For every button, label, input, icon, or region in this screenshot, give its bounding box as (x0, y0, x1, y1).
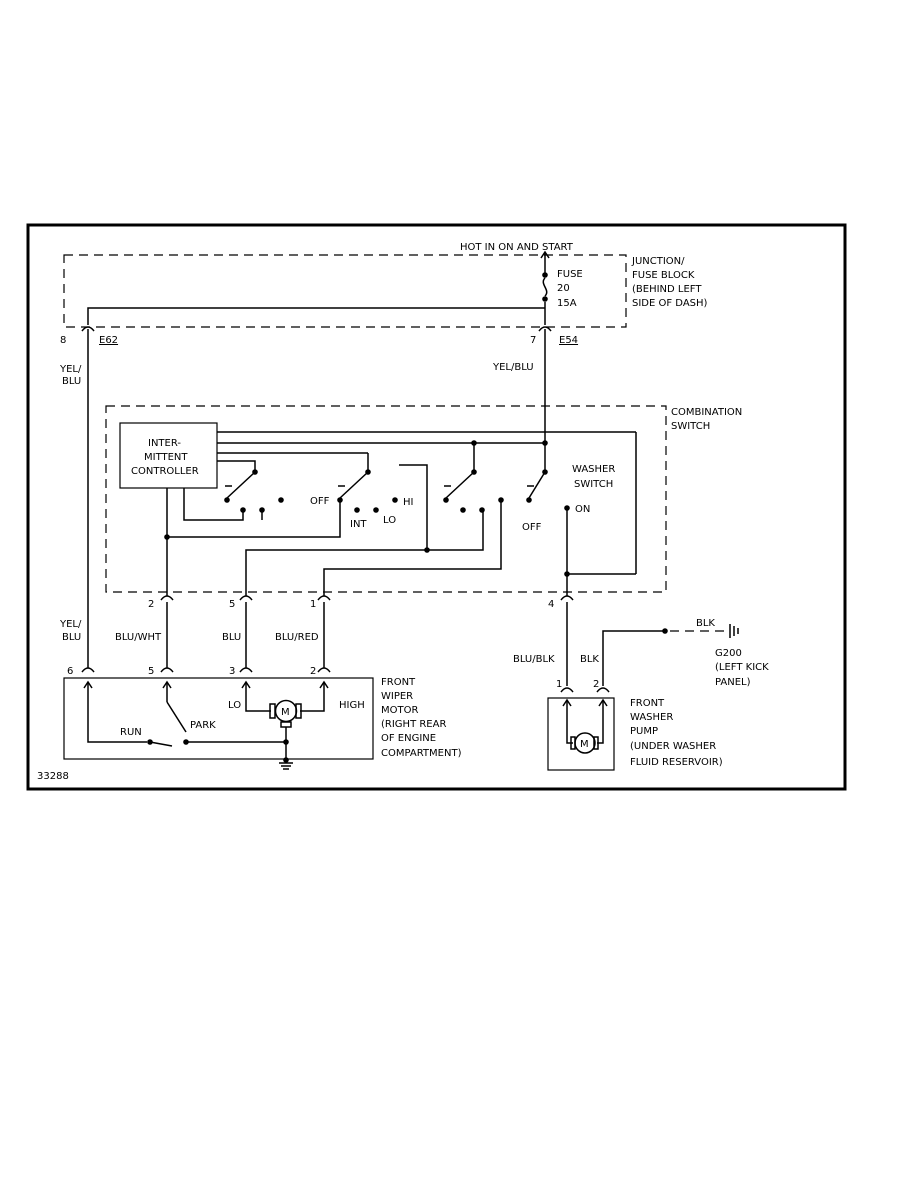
run-label: RUN (120, 727, 142, 738)
washer-pump-outline (547, 697, 615, 771)
position-hi: HI (403, 497, 413, 508)
connector-e62: E62 (99, 335, 118, 346)
motor-pin-5: 5 (148, 666, 154, 677)
fuse-rating: 15A (557, 298, 577, 309)
wire-blu-wht: BLU/WHT (115, 632, 162, 643)
switch-pin-2: 2 (148, 599, 154, 610)
fuse-terminal-top (542, 272, 548, 278)
wire-blu-blk: BLU/BLK (513, 654, 555, 665)
switch-pin-5: 5 (229, 599, 235, 610)
wiper-motor-label-3: MOTOR (381, 705, 418, 716)
fuse-block-label-1: JUNCTION/ (631, 256, 685, 267)
washer-off: OFF (522, 522, 542, 533)
diagram-frame (26, 223, 847, 791)
ground-label-2: (LEFT KICK (715, 662, 769, 673)
motor-pin-6: 6 (67, 666, 73, 677)
washer-pump-label-4: (UNDER WASHER (630, 741, 716, 752)
wiper-motor-symbol: M (281, 707, 290, 718)
chassis-ground-icon (729, 624, 739, 638)
wiper-motor-label-1: FRONT (381, 677, 416, 688)
wire-yel-blu-left-2: BLU (62, 376, 81, 387)
washer-pump-label-5: FLUID RESERVOIR) (630, 757, 723, 768)
position-off: OFF (310, 496, 330, 507)
fuse-block-outline (63, 254, 627, 328)
lo-label: LO (228, 700, 241, 711)
controller-label-3: CONTROLLER (131, 466, 199, 477)
pump-pin-2: 2 (593, 679, 599, 690)
washer-pump-icon (574, 732, 596, 754)
high-label: HIGH (339, 700, 365, 711)
combination-switch-outline (105, 405, 667, 593)
controller-label-1: INTER- (148, 438, 181, 449)
washer-pump-label-2: WASHER (630, 712, 673, 723)
wire-yel-blu-left-3: YEL/ (59, 619, 82, 630)
wire-yel-blu-left-1: YEL/ (59, 364, 82, 375)
wiper-motor-label-5: OF ENGINE (381, 733, 436, 744)
wiper-motor-outline (63, 677, 374, 760)
wire-yel-blu-feed: YEL/BLU (492, 362, 534, 373)
fuse-number: 20 (557, 283, 570, 294)
pin-8: 8 (60, 335, 66, 346)
pump-motor-symbol: M (580, 739, 589, 750)
wire-yel-blu-left-4: BLU (62, 632, 81, 643)
washer-switch-label-1: WASHER (572, 464, 615, 475)
connector-e54: E54 (559, 335, 578, 346)
pin-7: 7 (530, 335, 536, 346)
motor-pin-2: 2 (310, 666, 316, 677)
fuse-icon (542, 277, 548, 297)
ground-icon (279, 762, 293, 770)
washer-switch-label-2: SWITCH (574, 479, 613, 490)
combination-switch-label-1: COMBINATION (671, 407, 742, 418)
switch-pin-1: 1 (310, 599, 316, 610)
fuse-block-label-3: (BEHIND LEFT (632, 284, 702, 295)
pump-pin-1: 1 (556, 679, 562, 690)
position-int: INT (350, 519, 367, 530)
position-lo: LO (383, 515, 396, 526)
fuse-terminal-bottom (542, 296, 548, 302)
wire-blu-red: BLU/RED (275, 632, 319, 643)
wire-blk-pump: BLK (580, 654, 599, 665)
ground-label-1: G200 (715, 648, 742, 659)
fuse-block-label-4: SIDE OF DASH) (632, 298, 708, 309)
wiper-motor-label-6: COMPARTMENT) (381, 748, 462, 759)
wiper-motor-label-2: WIPER (381, 691, 413, 702)
combination-switch-label-2: SWITCH (671, 421, 710, 432)
switch-pin-4: 4 (548, 599, 554, 610)
fuse-block-label-2: FUSE BLOCK (632, 270, 695, 281)
controller-label-2: MITTENT (144, 452, 188, 463)
washer-pump-label-1: FRONT (630, 698, 665, 709)
intermittent-controller (119, 422, 218, 489)
wire-blk-ground: BLK (696, 618, 715, 629)
fuse-label: FUSE (557, 269, 583, 280)
park-label: PARK (190, 720, 216, 731)
ground-label-3: PANEL) (715, 677, 751, 688)
wiper-motor-label-4: (RIGHT REAR (381, 719, 446, 730)
diagram-id: 33288 (37, 771, 69, 782)
washer-pump-label-3: PUMP (630, 726, 658, 737)
hot-label: HOT IN ON AND START (460, 242, 574, 253)
motor-pin-3: 3 (229, 666, 235, 677)
wire-blu: BLU (222, 632, 241, 643)
washer-on: ON (575, 504, 590, 515)
